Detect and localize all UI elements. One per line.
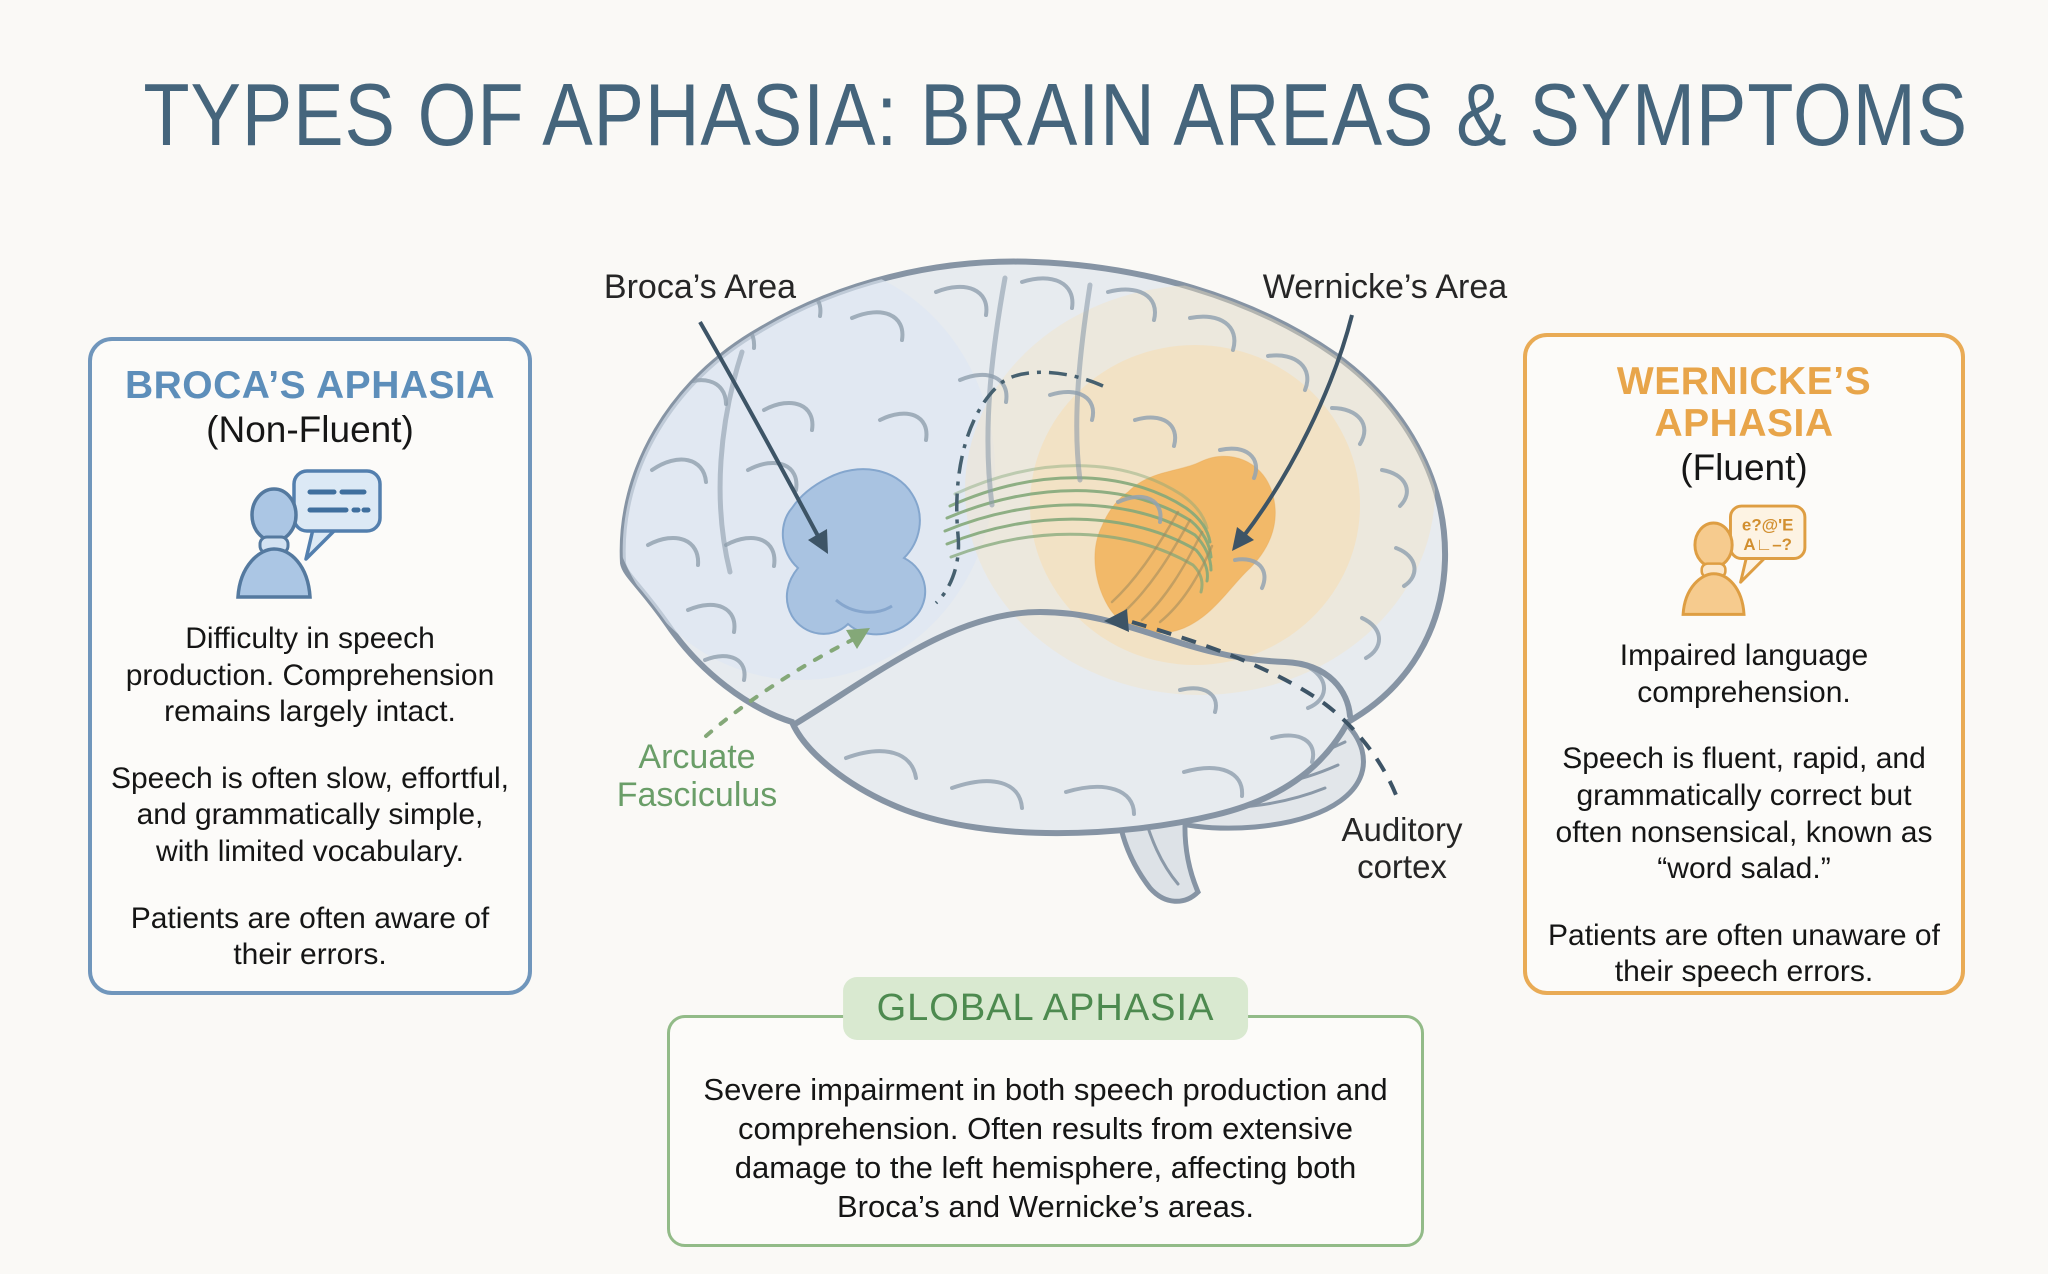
broca-area-label: Broca’s Area xyxy=(603,268,797,306)
arcuate-pointer xyxy=(704,628,870,738)
broca-arrow xyxy=(698,321,828,554)
person-shoulders xyxy=(1681,572,1746,617)
person-speaking-icon xyxy=(236,469,382,599)
jumbled-text-line-1: e?@'E xyxy=(1742,516,1794,535)
wernicke-area-label: Wernicke’s Area xyxy=(1262,268,1508,306)
dashed-connection-line xyxy=(934,370,1104,605)
person-word-salad-icon: e?@'E A∟–? xyxy=(1681,504,1807,617)
broca-paragraph-1: Difficulty in speech production. Compreh… xyxy=(125,622,495,729)
global-aphasia-card: GLOBAL APHASIA Severe impairment in both… xyxy=(667,977,1424,1247)
global-card-title: GLOBAL APHASIA xyxy=(842,977,1249,1040)
fiber-streaks xyxy=(1110,510,1214,624)
arcuate-fasciculus-fibers xyxy=(943,464,1213,594)
arcuate-fasciculus-label: Arcuate Fasciculus xyxy=(616,738,778,815)
person-head xyxy=(1693,521,1734,569)
wernicke-card-title: WERNICKE’S APHASIA xyxy=(1616,360,1872,446)
wernicke-paragraph-3: Patients are often unaware of their spee… xyxy=(1548,918,1940,989)
sulci xyxy=(717,275,1093,575)
auditory-cortex-label: Auditory cortex xyxy=(1341,811,1463,885)
global-card-body: Severe impairment in both speech product… xyxy=(703,1072,1388,1225)
wernicke-aphasia-card: WERNICKE’S APHASIA (Fluent) e?@'E A∟–? I… xyxy=(1523,333,1965,995)
broca-card-title: BROCA’S APHASIA xyxy=(124,364,496,407)
wernicke-paragraph-1: Impaired language comprehension. xyxy=(1619,639,1869,709)
broca-card-subtitle: (Non-Fluent) xyxy=(206,409,414,451)
speech-bubble-icon xyxy=(292,469,382,533)
speech-dashes xyxy=(307,489,371,513)
person-head xyxy=(250,487,298,543)
wernicke-paragraph-2: Speech is fluent, rapid, and grammatical… xyxy=(1555,742,1933,886)
jumbled-text-line-2: A∟–? xyxy=(1743,535,1792,554)
wernicke-card-subtitle: (Fluent) xyxy=(1680,447,1808,489)
broca-paragraph-2: Speech is often slow, effortful, and gra… xyxy=(110,761,509,869)
broca-aphasia-card: BROCA’S APHASIA (Non-Fluent) Difficulty … xyxy=(88,337,532,995)
auditory-cortex-arrow xyxy=(1104,609,1400,801)
wernicke-arrow xyxy=(1232,314,1354,551)
broca-paragraph-3: Patients are often aware of their errors… xyxy=(130,901,490,972)
page-title: TYPES OF APHASIA: BRAIN AREAS & SYMPTOMS xyxy=(143,65,1968,164)
person-shoulders xyxy=(236,547,312,599)
